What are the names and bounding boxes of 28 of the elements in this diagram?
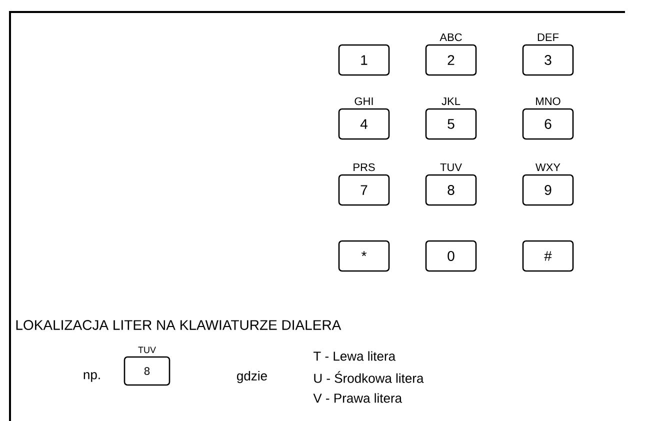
example-label: gdzie	[237, 370, 267, 384]
key-letters: TUV	[138, 346, 156, 354]
legend-text: U - Środkowa litera	[314, 371, 424, 383]
example-label: np.	[84, 372, 100, 382]
key-letters: DEF	[538, 33, 559, 41]
key-button: 2	[425, 44, 477, 76]
key-button: 7	[338, 174, 390, 206]
caption-text: LOKALIZACJA LITER NA KLAWIATURZE DIALERA	[16, 320, 342, 330]
legend-text: V - Prawa litera	[313, 393, 402, 403]
key-letters: PRS	[354, 163, 375, 172]
key-button: #	[522, 240, 574, 272]
key-button: 6	[522, 108, 574, 140]
key-letters: MNO	[536, 97, 560, 106]
key-button: 8	[425, 174, 477, 206]
key-button: 0	[425, 240, 477, 272]
key-letters: WXY	[536, 163, 560, 171]
legend-text: T - Lewa litera	[314, 351, 396, 361]
key-letters: TUV	[440, 163, 462, 172]
key-button: 8	[124, 356, 170, 386]
key-button: 9	[522, 174, 574, 206]
key-letters: JKL	[442, 97, 460, 106]
key-button: 4	[338, 108, 390, 140]
key-button: 3	[522, 44, 574, 76]
key-button: *	[338, 240, 390, 272]
key-letters: ABC	[440, 33, 462, 42]
key-letters: GHI	[354, 97, 373, 106]
key-button: 1	[338, 44, 390, 76]
key-button: 5	[425, 108, 477, 140]
